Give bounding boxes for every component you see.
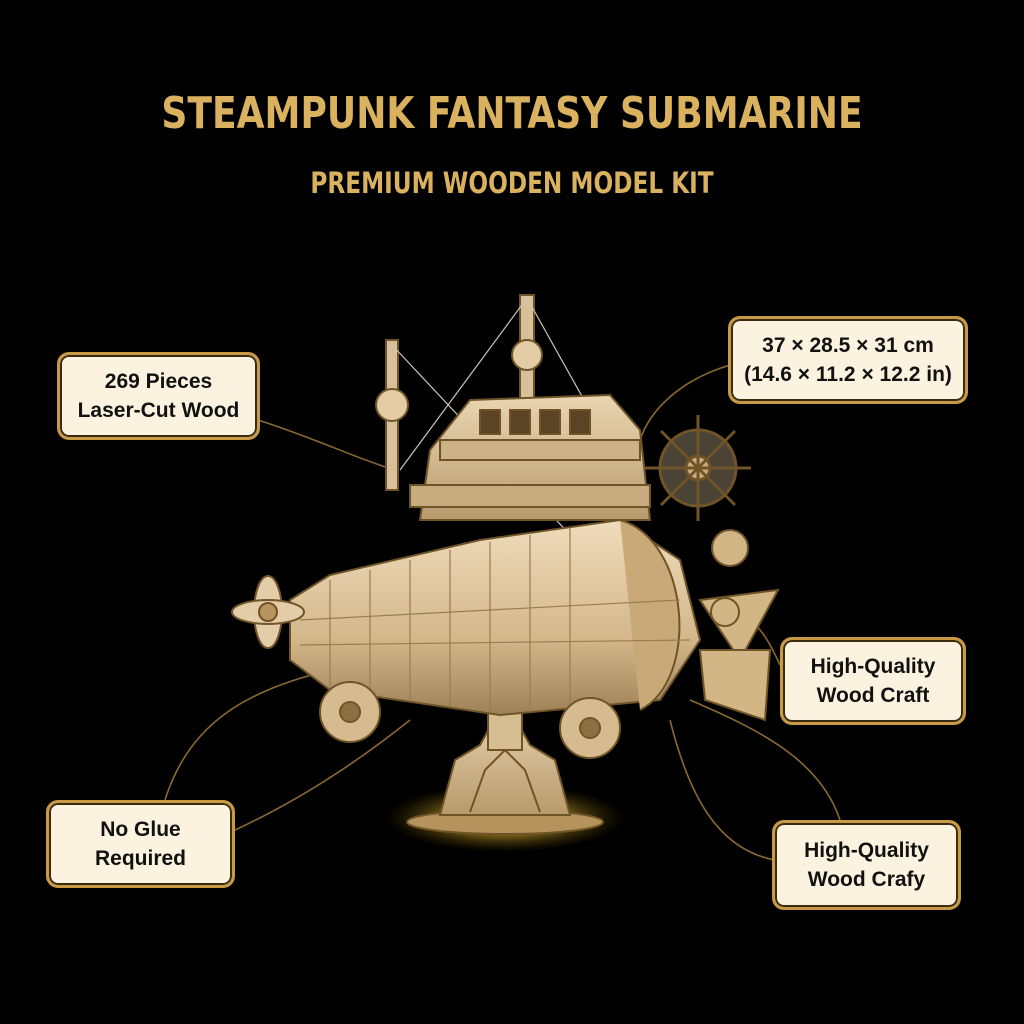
callout-no-glue-line1: No Glue: [100, 818, 181, 841]
hull: [289, 518, 702, 717]
wheels: [319, 681, 621, 759]
page-title: STEAMPUNK FANTASY SUBMARINE: [161, 88, 863, 139]
page-subtitle: PREMIUM WOODEN MODEL KIT: [310, 166, 714, 200]
callout-wood-crafy-line2: Wood Crafy: [807, 868, 926, 891]
callout-wood-craft-line2: Wood Craft: [816, 684, 930, 707]
callout-pieces-line2: Laser-Cut Wood: [77, 399, 240, 422]
callout-pieces-line1: 269 Pieces: [104, 370, 213, 393]
callout-wood-crafy-line1: High-Quality: [804, 839, 929, 862]
conning-tower: [409, 393, 652, 521]
callout-dimensions-line2: (14.6 × 11.2 × 12.2 in): [744, 363, 952, 386]
rear-gears: [698, 529, 780, 722]
callout-no-glue-line2: Required: [94, 847, 186, 870]
callout-no-glue: No Glue Required: [46, 800, 235, 888]
propeller: [231, 575, 305, 649]
callout-dimensions: 37 × 28.5 × 31 cm (14.6 × 11.2 × 12.2 in…: [728, 316, 968, 404]
callout-pieces: 269 Pieces Laser-Cut Wood: [57, 352, 260, 440]
callout-wood-craft-line1: High-Quality: [810, 655, 936, 678]
helm-wheel-icon: [645, 415, 751, 521]
callout-wood-crafy: High-Quality Wood Crafy: [772, 820, 961, 910]
callout-wood-craft: High-Quality Wood Craft: [780, 637, 966, 725]
callout-dimensions-line1: 37 × 28.5 × 31 cm: [762, 334, 934, 357]
